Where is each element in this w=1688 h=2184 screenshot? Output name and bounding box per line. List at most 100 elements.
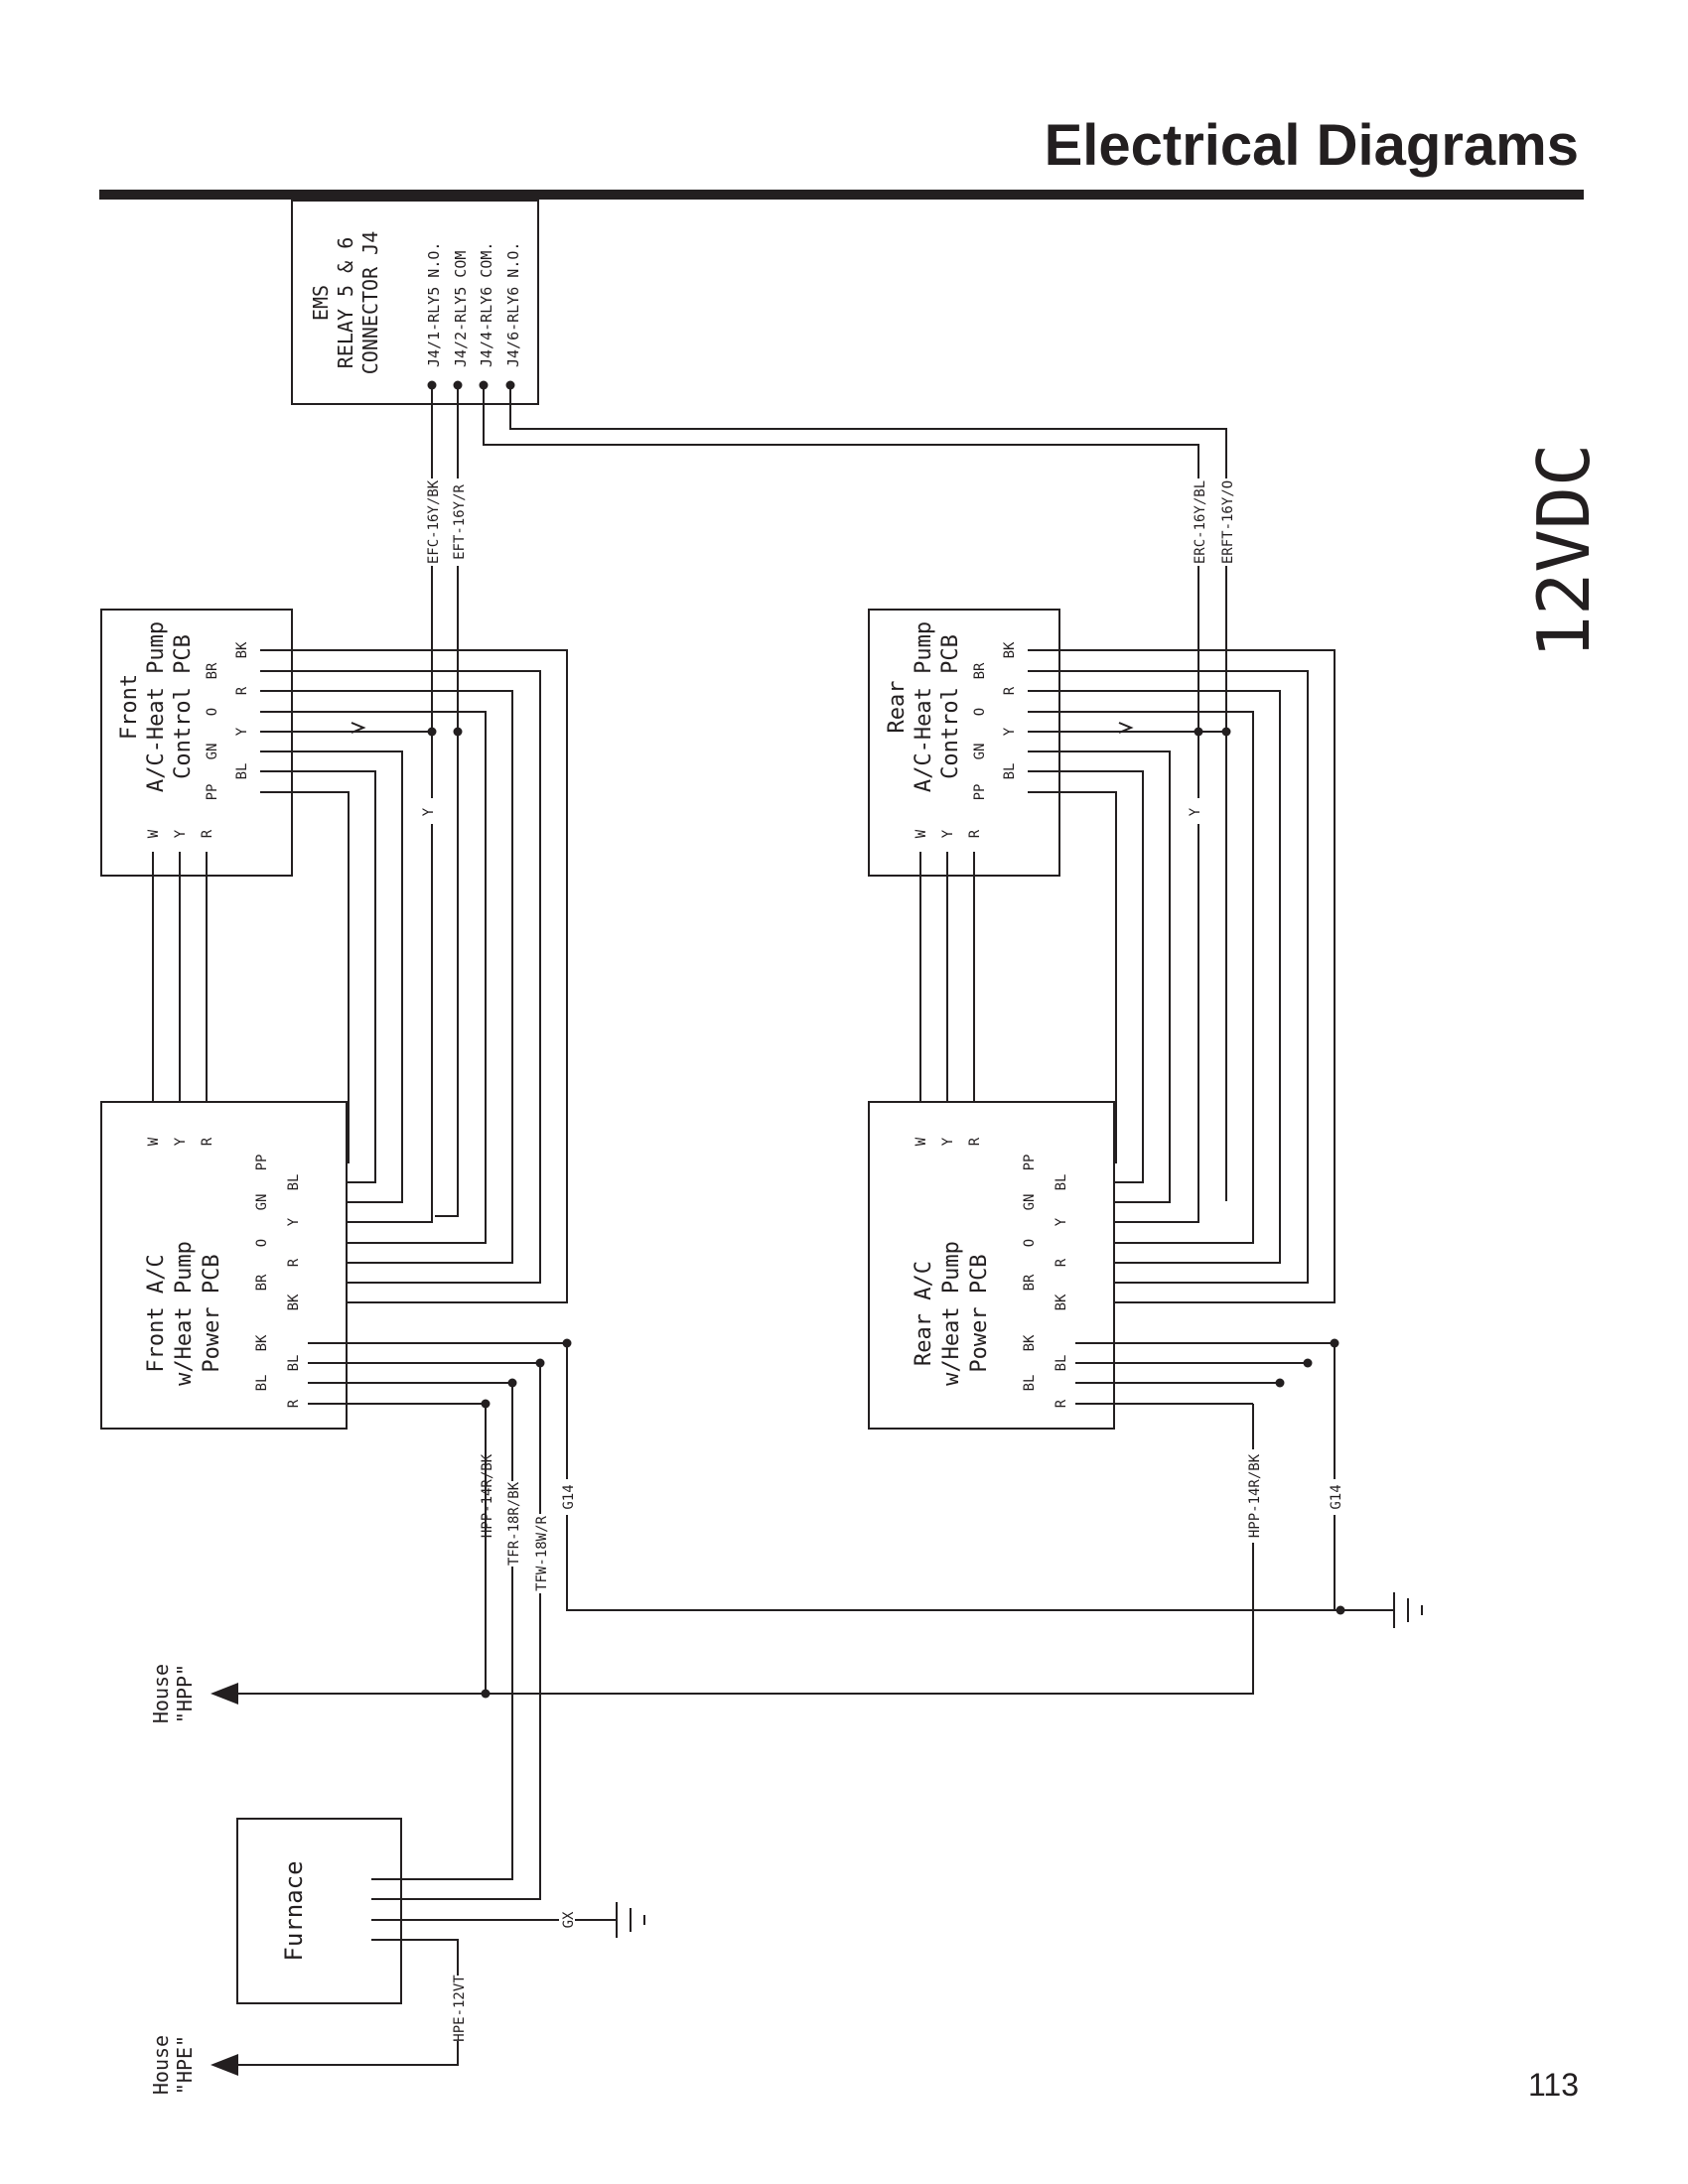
rear-control-term-w: W <box>914 829 929 838</box>
wire-label-hpe: HPE-12VT <box>452 1975 468 2042</box>
ems-label-2: RELAY 5 & 6 <box>334 237 357 368</box>
front-control-term-br: BR <box>205 662 220 679</box>
rear-control-title-1: Rear <box>885 681 910 734</box>
rear-power-term-bl: BL <box>1054 1174 1069 1191</box>
front-control-term-r: R <box>234 686 250 695</box>
ems-pin-2: J4/2-RLY5 COM <box>452 251 470 367</box>
front-control-term-bk: BK <box>234 641 250 658</box>
rear-control-term-r-left: R <box>967 829 983 838</box>
front-power-title-1: Front A/C <box>144 1254 169 1372</box>
wire-label-efc: EFC-16Y/BK <box>426 479 442 564</box>
front-power-term-r3: R <box>286 1399 302 1408</box>
front-power-term-w: W <box>146 1137 162 1146</box>
wire-label-erft: ERFT-16Y/O <box>1220 480 1236 564</box>
front-control-pcb <box>100 609 293 877</box>
rear-power-term-r2: R <box>1054 1258 1069 1267</box>
rear-power-term-bl3: BL <box>1022 1375 1038 1392</box>
house-hpe-label-2: "HPE" <box>173 2035 197 2095</box>
rear-power-term-y: Y <box>940 1137 956 1146</box>
ground-symbol-furnace <box>616 1902 645 1938</box>
rear-power-term-r: R <box>967 1137 983 1146</box>
front-control-term-y-left: Y <box>173 829 189 838</box>
front-power-term-bl3: BL <box>254 1375 270 1392</box>
page-number: 113 <box>1527 2067 1579 2103</box>
wire-label-hpp-rear: HPP-14R/BK <box>1247 1453 1263 1538</box>
front-power-term-r: R <box>200 1137 215 1146</box>
ems-label-1: EMS <box>309 285 333 321</box>
wire-label-g14-front: G14 <box>561 1484 577 1509</box>
front-control-term-o: O <box>205 708 220 716</box>
rear-power-term-y2: Y <box>1054 1217 1069 1226</box>
rear-control-term-pp: PP <box>972 784 988 801</box>
page-title: Electrical Diagrams <box>1044 113 1579 178</box>
wire-label-y-front: Y <box>421 807 437 816</box>
front-power-term-bl: BL <box>286 1174 302 1191</box>
rear-control-term-y: Y <box>1002 727 1018 736</box>
rear-power-term-bl2: BL <box>1054 1355 1069 1372</box>
front-control-title-3: Control PCB <box>171 634 196 779</box>
front-power-term-bk: BK <box>286 1294 302 1310</box>
front-control-term-y: Y <box>234 727 250 736</box>
wire-label-gx: GX <box>561 1911 577 1928</box>
front-power-title-3: Power PCB <box>200 1254 224 1372</box>
furnace-label: Furnace <box>280 1860 308 1961</box>
rear-power-term-w: W <box>914 1137 929 1146</box>
house-hpp-wire <box>211 1404 1254 1705</box>
house-hpp-label-2: "HPP" <box>173 1664 197 1723</box>
front-power-term-pp: PP <box>254 1155 270 1171</box>
rear-power-pcb <box>868 1101 1115 1430</box>
wire-label-tfw: TFW-18W/R <box>534 1516 550 1591</box>
front-power-term-o: O <box>254 1239 270 1247</box>
front-power-pcb <box>100 1101 348 1430</box>
wire-label-tfr: TFR-18R/BK <box>506 1481 522 1566</box>
rear-power-wires <box>1075 1338 1339 1610</box>
rear-power-term-bk: BK <box>1054 1294 1069 1310</box>
house-hpp-label-1: House <box>149 1664 173 1723</box>
rear-control-term-bk: BK <box>1002 641 1018 658</box>
voltage-label: 12VDC <box>1522 444 1606 659</box>
rear-control-term-br: BR <box>972 662 988 679</box>
front-power-term-bl2: BL <box>286 1355 302 1372</box>
title-rule <box>99 190 1584 200</box>
front-control-term-gn: GN <box>205 744 220 760</box>
front-control-title-2: A/C-Heat Pump <box>144 621 169 792</box>
front-power-term-gn: GN <box>254 1194 270 1211</box>
rear-control-term-bl: BL <box>1002 763 1018 780</box>
rear-power-title-2: w/Heat Pump <box>939 1241 964 1386</box>
wire-label-g14-rear: G14 <box>1329 1484 1344 1509</box>
front-power-wires <box>308 1338 1340 1900</box>
ems-pin-3: J4/4-RLY6 COM. <box>478 242 495 367</box>
ems-pin-1: J4/1-RLY5 N.O. <box>425 242 443 367</box>
front-power-term-r2: R <box>286 1258 302 1267</box>
wire-label-y-rear: Y <box>1188 807 1203 816</box>
furnace-box <box>236 1818 402 2004</box>
front-control-term-w: W <box>146 829 162 838</box>
front-power-term-y: Y <box>173 1137 189 1146</box>
ems-pin-4: J4/6-RLY6 N.O. <box>504 242 522 367</box>
rear-control-wires <box>919 649 1336 1307</box>
front-control-term-r-left: R <box>200 829 215 838</box>
ground-symbol-main <box>1336 1592 1423 1628</box>
rear-control-term-gn: GN <box>972 744 988 760</box>
rear-power-term-r3: R <box>1054 1399 1069 1408</box>
rear-control-term-y-left: Y <box>940 829 956 838</box>
rear-control-term-r: R <box>1002 686 1018 695</box>
front-control-wires <box>152 649 568 1307</box>
front-control-term-pp: PP <box>205 784 220 801</box>
rear-power-term-pp: PP <box>1022 1155 1038 1171</box>
wire-label-hpp-front: HPP-14R/BK <box>480 1453 495 1538</box>
rear-control-title-3: Control PCB <box>938 634 963 779</box>
rear-power-term-gn: GN <box>1022 1194 1038 1211</box>
rear-power-term-br: BR <box>1022 1274 1038 1291</box>
front-power-title-2: w/Heat Pump <box>172 1241 197 1386</box>
rear-control-title-2: A/C-Heat Pump <box>912 621 936 792</box>
wire-label-erc: ERC-16Y/BL <box>1193 480 1208 564</box>
front-control-title-1: Front <box>117 674 142 740</box>
rear-power-title-3: Power PCB <box>967 1254 992 1372</box>
house-hpe-label-1: House <box>149 2035 173 2095</box>
front-power-term-bk2: BK <box>254 1334 270 1351</box>
rear-power-title-1: Rear A/C <box>912 1261 936 1366</box>
rear-control-term-o: O <box>972 708 988 716</box>
rear-power-term-bk2: BK <box>1022 1334 1038 1351</box>
